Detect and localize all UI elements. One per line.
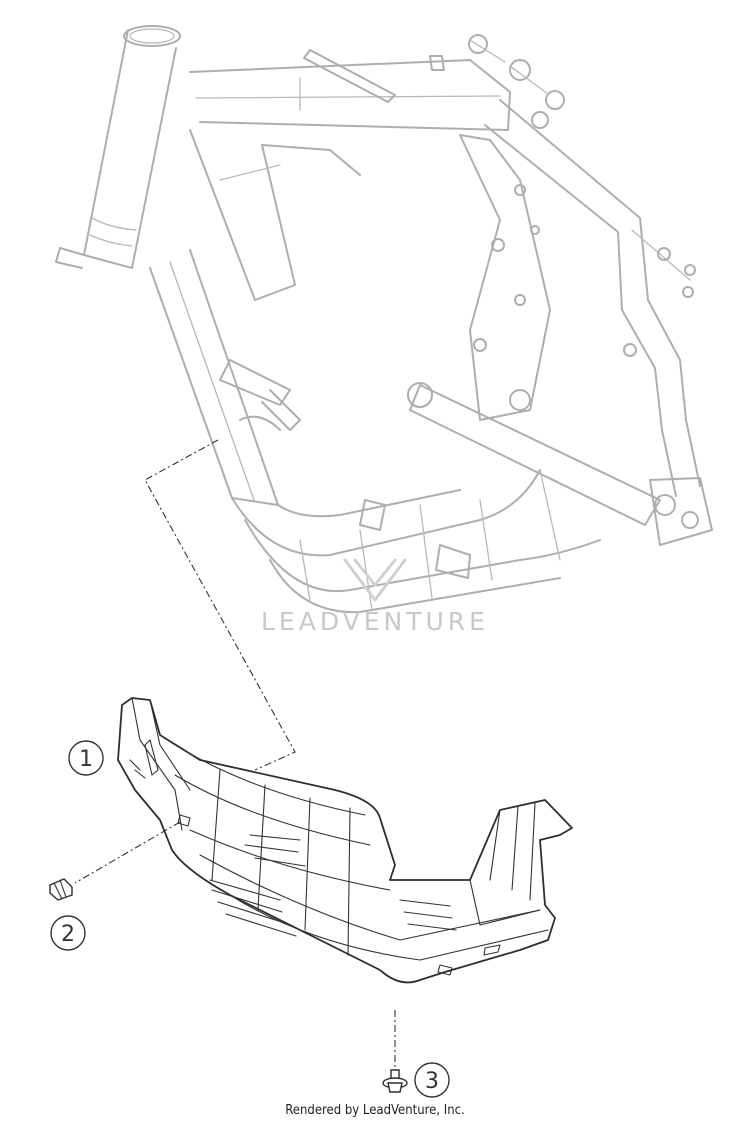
- assembly-line-frame-to-plate: [144, 439, 296, 771]
- motorcycle-frame: [55, 25, 713, 614]
- callout-3-number: 3: [425, 1069, 439, 1094]
- leadventure-logo-watermark: LEADVENTURE: [261, 558, 489, 636]
- assembly-line-bolt-2: [74, 821, 181, 884]
- callout-1: 1: [68, 740, 104, 776]
- skid-plate: [117, 697, 573, 984]
- footer-credit: Rendered by LeadVenture, Inc.: [285, 1103, 465, 1118]
- watermark-text: LEADVENTURE: [261, 607, 489, 636]
- collar-bolt-2: [49, 878, 73, 901]
- callout-3: 3: [414, 1062, 450, 1098]
- callout-2: 2: [50, 915, 86, 951]
- callout-2-number: 2: [61, 922, 75, 947]
- collar-bolt-3: [382, 1069, 408, 1093]
- callout-1-number: 1: [79, 747, 93, 772]
